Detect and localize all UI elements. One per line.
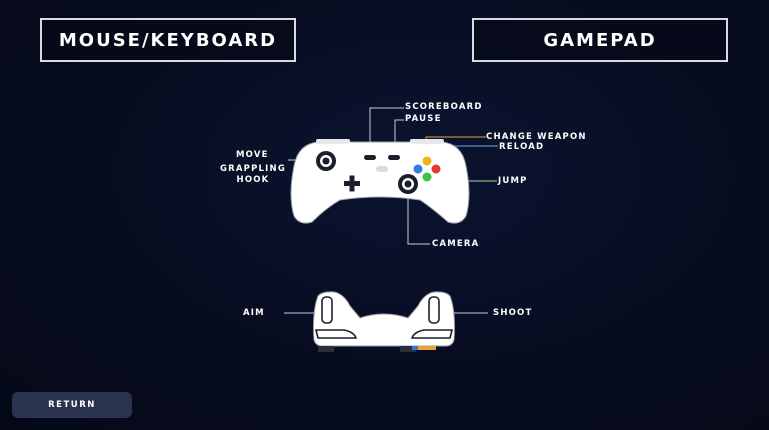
- face-button-top-icon: [422, 156, 432, 166]
- camera-label: CAMERA: [432, 239, 480, 249]
- tab-gamepad-label: GAMEPAD: [543, 29, 657, 51]
- move-label: MOVE: [236, 150, 269, 160]
- tab-mouse-keyboard[interactable]: MOUSE/KEYBOARD: [40, 18, 296, 62]
- port-right: [400, 346, 416, 352]
- face-button-bottom-icon: [422, 172, 432, 182]
- jump-label: JUMP: [498, 176, 528, 186]
- aim-label: AIM: [243, 308, 265, 318]
- tab-mouse-keyboard-label: MOUSE/KEYBOARD: [58, 29, 278, 51]
- change-weapon-label: CHANGE WEAPON: [486, 132, 587, 142]
- left-bumper: [316, 139, 350, 144]
- port-left: [318, 346, 334, 352]
- scoreboard-button-icon: [364, 155, 376, 160]
- face-button-left-icon: [413, 164, 423, 174]
- camera-leader-line: [407, 188, 430, 245]
- grappling-hook-label-line1: GRAPPLING: [219, 164, 287, 174]
- scoreboard-label: SCOREBOARD: [405, 102, 483, 112]
- left-bumper-back-icon: [314, 329, 358, 339]
- pause-leader-line: [394, 119, 404, 150]
- dpad-icon: [344, 175, 360, 192]
- home-button-icon: [376, 166, 388, 172]
- left-trigger-icon: [321, 296, 333, 324]
- port-accent-blue: [412, 346, 418, 350]
- scoreboard-leader-line: [369, 107, 404, 150]
- tab-gamepad[interactable]: GAMEPAD: [472, 18, 728, 62]
- return-button[interactable]: RETURN: [12, 392, 132, 418]
- pause-label: PAUSE: [405, 114, 442, 124]
- shoot-label: SHOOT: [493, 308, 533, 318]
- right-trigger-icon: [428, 296, 440, 324]
- controller-body: [290, 141, 470, 224]
- grappling-hook-label: GRAPPLING HOOK: [218, 164, 288, 186]
- face-button-right-icon: [431, 164, 441, 174]
- gamepad-front: [290, 139, 470, 224]
- right-bumper-back-icon: [410, 329, 454, 339]
- pause-button-icon: [388, 155, 400, 160]
- grappling-hook-label-line2: HOOK: [236, 175, 270, 185]
- gamepad-back: [313, 291, 455, 352]
- port-accent-orange: [418, 346, 436, 350]
- right-bumper: [410, 139, 444, 144]
- reload-label: RELOAD: [499, 142, 545, 152]
- return-button-label: RETURN: [48, 400, 96, 410]
